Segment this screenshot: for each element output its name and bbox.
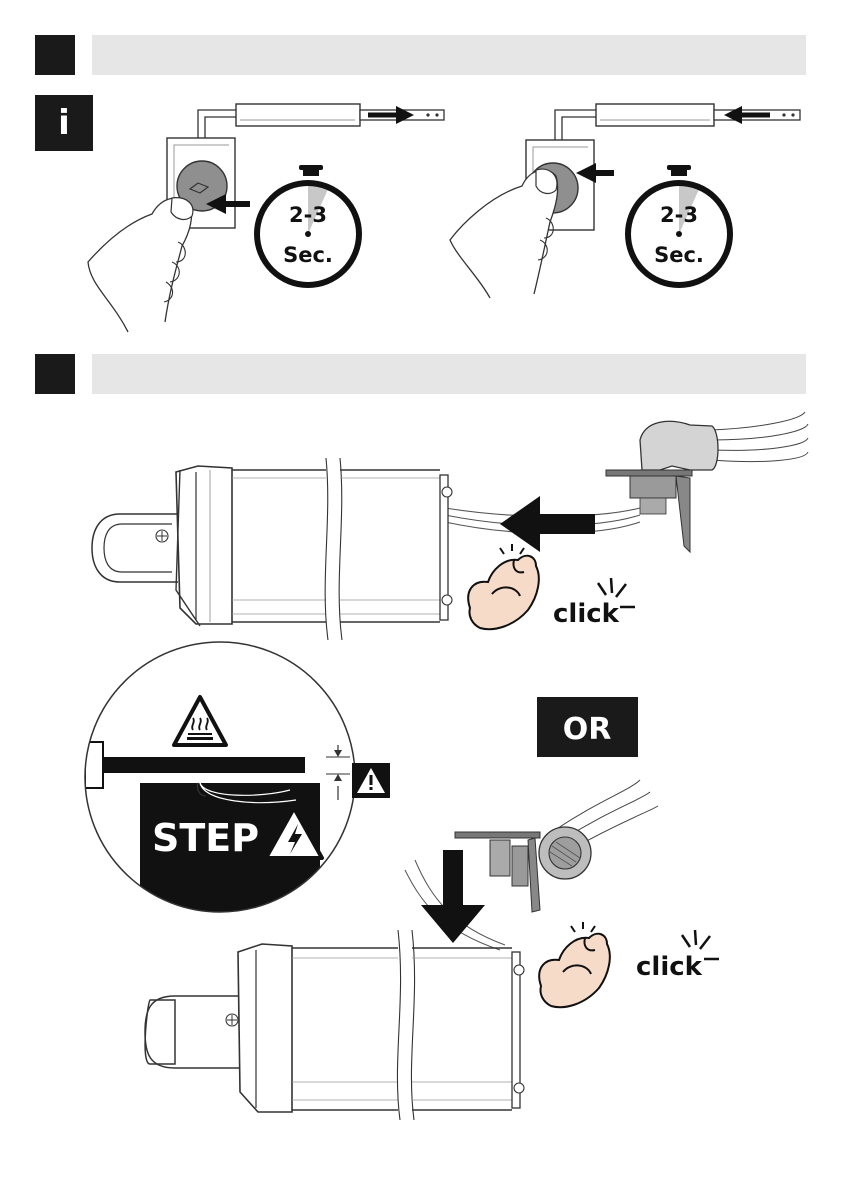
stopwatch-icon: 2-3 Sec. bbox=[257, 165, 359, 285]
arrow-icon bbox=[421, 850, 485, 943]
arrow-icon bbox=[500, 496, 595, 552]
timer-duration: 2-3 bbox=[289, 203, 327, 227]
gap-dimension bbox=[326, 745, 350, 800]
caution-icon bbox=[352, 763, 390, 798]
stopwatch-icon: 2-3 Sec. bbox=[628, 165, 730, 285]
cable-connector bbox=[455, 780, 658, 912]
svg-text:OR: OR bbox=[563, 712, 612, 747]
wall-switch-retract bbox=[450, 104, 800, 298]
timer-duration: 2-3 bbox=[660, 203, 698, 227]
timer-unit: Sec. bbox=[283, 243, 333, 267]
muscle-arm-icon bbox=[539, 922, 610, 1007]
click-label: click bbox=[553, 599, 620, 629]
click-sound-icon: click bbox=[636, 930, 719, 982]
click-label: click bbox=[636, 952, 703, 982]
step-label: STEP bbox=[152, 816, 259, 860]
hot-surface-warning-icon bbox=[174, 697, 226, 745]
cable-connector bbox=[606, 412, 808, 552]
muscle-arm-icon bbox=[468, 544, 539, 629]
wall-switch-extend bbox=[88, 104, 444, 332]
or-badge: OR bbox=[537, 697, 638, 757]
timer-unit: Sec. bbox=[654, 243, 704, 267]
click-sound-icon: click bbox=[553, 578, 635, 629]
detail-magnifier: STEP bbox=[85, 642, 355, 923]
